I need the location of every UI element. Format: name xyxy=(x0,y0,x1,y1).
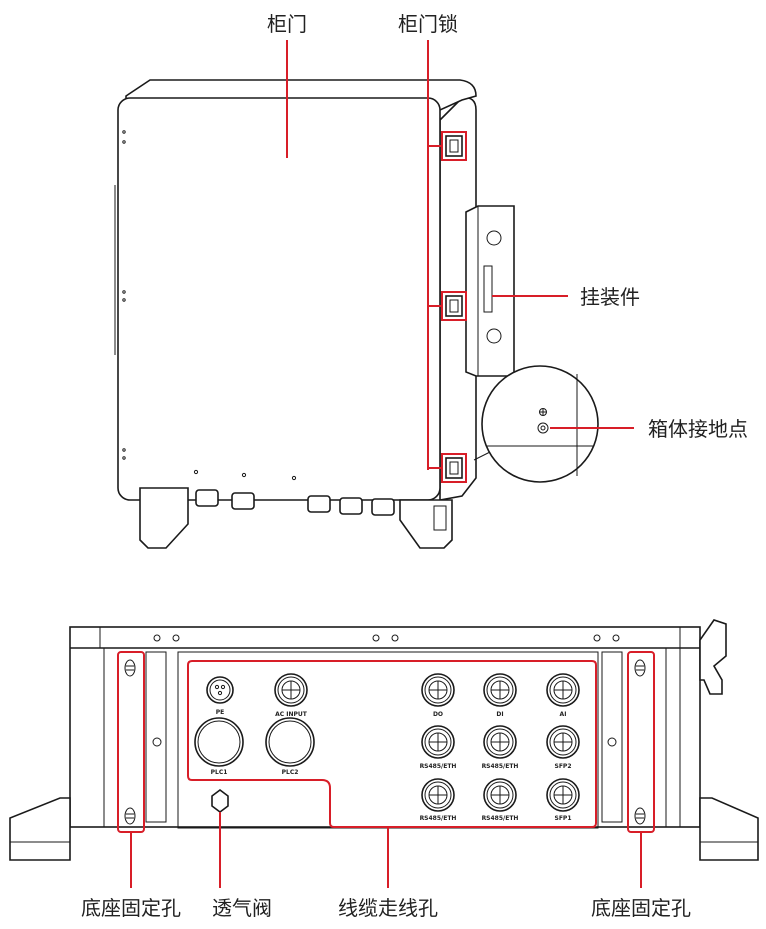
port-label-ai: AI xyxy=(560,711,567,718)
cabinet-door-panel xyxy=(117,97,441,501)
cable-port-group xyxy=(194,673,580,812)
label-door-lock: 柜门锁 xyxy=(398,12,458,36)
vent-valve-icon xyxy=(211,789,229,813)
door-lock-top xyxy=(445,135,463,157)
label-base-hole-right: 底座固定孔 xyxy=(591,896,691,920)
label-base-hole-left: 底座固定孔 xyxy=(81,896,181,920)
cabinet-right-foot xyxy=(399,499,453,549)
cable-holes-highlight xyxy=(187,660,597,828)
mounting-bracket xyxy=(465,205,515,377)
grounding-magnifier xyxy=(473,365,599,483)
cable-port-rs485-eth-b xyxy=(483,725,517,759)
cable-port-ac-input xyxy=(274,673,308,707)
port-label-ac-input: AC INPUT xyxy=(275,711,308,718)
bottom-left-foot xyxy=(9,797,71,861)
cabinet-front-view xyxy=(114,40,634,549)
cabinet-left-foot xyxy=(139,487,189,549)
port-label-pe: PE xyxy=(216,709,225,716)
port-label-plc2: PLC2 xyxy=(282,769,299,776)
port-label-rs485-eth-c: RS485/ETH xyxy=(420,815,457,822)
cable-port-rs485-eth-d xyxy=(483,778,517,812)
door-lock-bottom xyxy=(445,457,463,479)
label-cable-holes: 线缆走线孔 xyxy=(338,896,438,920)
cable-port-ai xyxy=(546,673,580,707)
bottom-cable-glands xyxy=(195,489,395,516)
base-fixing-hole-left-bottom xyxy=(124,807,136,825)
port-label-plc1: PLC1 xyxy=(211,769,228,776)
label-cabinet-door: 柜门 xyxy=(267,12,307,36)
cable-port-sfp1 xyxy=(546,778,580,812)
cable-port-plc1 xyxy=(194,717,244,767)
cable-port-sfp2 xyxy=(546,725,580,759)
port-label-sfp2: SFP2 xyxy=(555,763,572,770)
port-label-di: DI xyxy=(496,711,503,718)
base-fixing-hole-right-bottom xyxy=(634,807,646,825)
port-label-rs485-eth-b: RS485/ETH xyxy=(482,763,519,770)
cable-port-plc2 xyxy=(265,717,315,767)
port-label-rs485-eth-a: RS485/ETH xyxy=(420,763,457,770)
grounding-point xyxy=(537,422,549,434)
ground-symbol-icon xyxy=(539,408,547,416)
cable-port-rs485-eth-c xyxy=(421,778,455,812)
port-label-sfp1: SFP1 xyxy=(555,815,572,822)
cabinet-bottom-view: PE AC INPUT DO DI AI PLC1 PLC2 RS485/ETH… xyxy=(9,619,759,888)
label-mounting-bracket: 挂装件 xyxy=(580,285,640,309)
bottom-right-foot xyxy=(699,797,759,861)
cable-port-pe xyxy=(206,676,234,704)
port-label-rs485-eth-d: RS485/ETH xyxy=(482,815,519,822)
port-label-do: DO xyxy=(433,711,443,718)
label-vent-valve: 透气阀 xyxy=(212,896,272,920)
cable-port-di xyxy=(483,673,517,707)
door-lock-middle xyxy=(445,295,463,317)
label-grounding-point: 箱体接地点 xyxy=(648,417,748,441)
bottom-body xyxy=(69,626,701,828)
cable-port-rs485-eth-a xyxy=(421,725,455,759)
cable-port-do xyxy=(421,673,455,707)
base-fixing-hole-left-top xyxy=(124,659,136,677)
base-fixing-hole-right-top xyxy=(634,659,646,677)
